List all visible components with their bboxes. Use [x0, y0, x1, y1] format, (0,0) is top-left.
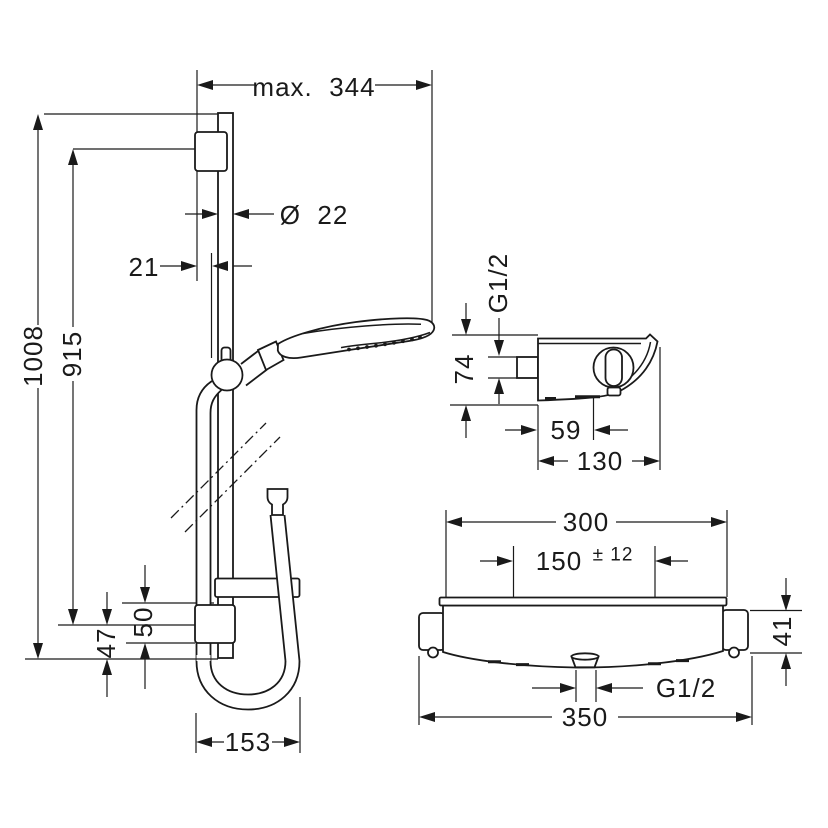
dim-rail-diameter-label: Ø 22	[280, 200, 349, 230]
knob-safety-button	[606, 386, 622, 397]
dim-front-outlet-thread-label: G1/2	[656, 673, 716, 703]
valve-front-marks	[488, 659, 689, 667]
break-lines	[170, 422, 281, 533]
hose-left-fill	[196, 381, 222, 661]
dim-inlet-tolerance-label: ± 12	[593, 545, 634, 566]
slider-knob	[210, 358, 244, 392]
dim-fixing-span-label: 915	[57, 331, 87, 377]
hose-nut	[266, 488, 289, 516]
bottom-outlet-face	[570, 652, 600, 661]
dim-front-body-height-label: 41	[767, 616, 797, 647]
handle-cone-lines	[240, 348, 268, 387]
lower-wall-bracket	[194, 604, 236, 644]
extension-lines-left-view	[37, 70, 433, 697]
outlet-connection	[516, 356, 539, 379]
hose-loop-dimension-lines	[195, 697, 301, 753]
dimension-labels: max. 344 Ø 22 21 1008 915 50 47 153 G1/2…	[18, 72, 797, 757]
upper-wall-bracket	[194, 131, 228, 172]
dim-wall-offset-label: 21	[129, 252, 160, 282]
hand-shower-contour	[302, 323, 431, 349]
shower-rail-view	[25, 70, 436, 753]
dimension-lines-front-view	[418, 510, 802, 725]
dim-bracket-height-label: 50	[128, 607, 158, 638]
dim-side-body-height-label: 74	[449, 354, 479, 385]
hose-loop-outline	[195, 660, 301, 711]
inlet-connector-right	[721, 609, 749, 651]
dim-inlet-spacing-label: 150	[536, 546, 582, 576]
inlet-connector-left	[418, 612, 446, 651]
valve-side-feet	[545, 395, 600, 400]
hose-right-fill	[270, 515, 300, 661]
screw-right	[728, 646, 740, 659]
knob-grip	[604, 348, 623, 387]
dimension-lines-side-view	[450, 303, 661, 470]
dim-bottom-offset-label: 47	[91, 628, 121, 659]
hose-loop-fill	[196, 655, 300, 710]
dim-total-width-label: 350	[562, 702, 608, 732]
dim-top-width-label: 300	[563, 507, 609, 537]
dim-handle-offset-label: 59	[551, 415, 582, 445]
hose-left-outline	[195, 380, 223, 661]
dim-hose-loop-width-label: 153	[225, 727, 271, 757]
dim-max-width-label: max. 344	[252, 72, 375, 102]
valve-top-shelf	[438, 596, 728, 607]
dim-depth-label: 130	[577, 446, 623, 476]
valve-side-view	[450, 303, 661, 470]
hose-right-outline	[269, 514, 301, 662]
dim-total-height-label: 1008	[18, 325, 48, 387]
spray-nozzles	[347, 335, 422, 352]
hand-shower-head	[276, 317, 436, 359]
screw-left	[427, 646, 439, 659]
valve-front-view	[418, 510, 802, 725]
dim-side-outlet-thread-label: G1/2	[483, 253, 513, 313]
